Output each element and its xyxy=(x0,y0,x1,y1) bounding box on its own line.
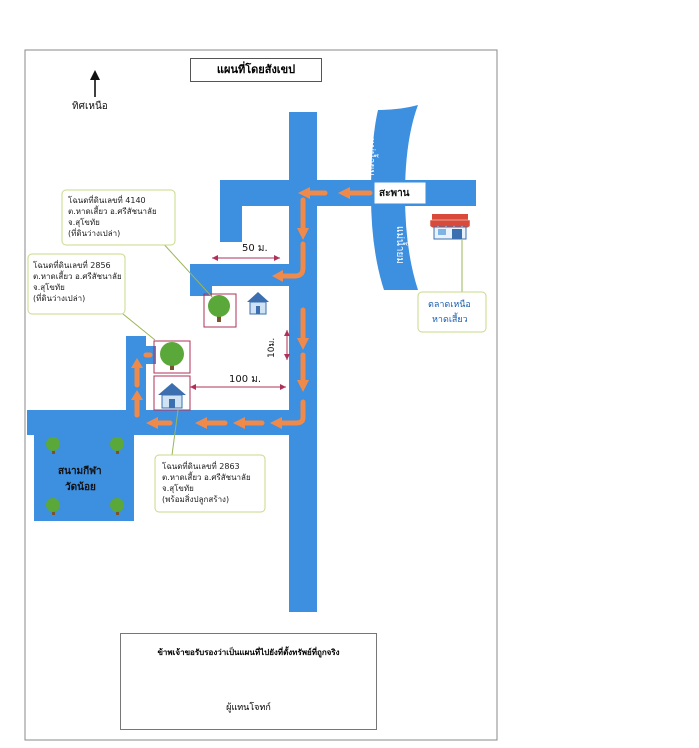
north-arrow-icon xyxy=(90,70,100,97)
callout-4140-line: (ที่ดินว่างเปล่า) xyxy=(68,229,121,238)
callout-2863-line: จ.สุโขทัย xyxy=(162,484,194,493)
tree-icon xyxy=(160,342,184,370)
callout-2856-line: โฉนดที่ดินเลขที่ 2856 xyxy=(33,261,111,270)
callout-4140-line: จ.สุโขทัย xyxy=(68,218,100,227)
callout-box-2856 xyxy=(27,253,126,315)
road-lane-2856-stub xyxy=(126,346,156,364)
market-label-line1: ตลาดเหนือ xyxy=(428,300,471,310)
market-label-line2: หาดเสี้ยว xyxy=(432,315,468,325)
stadium-label-line2: วัดน้อย xyxy=(65,482,96,493)
road-lane-4140 xyxy=(190,264,317,286)
callout-box-market xyxy=(417,291,487,333)
bridge-label: สะพาน xyxy=(379,188,410,199)
house-icon xyxy=(247,292,269,315)
tree-icon xyxy=(110,498,124,515)
callout-box-2863 xyxy=(154,454,266,513)
tree-icon xyxy=(208,295,230,322)
callout-2863-line: ต.หาดเสี้ยว อ.ศรีสัชนาลัย xyxy=(162,473,251,482)
house-icon xyxy=(158,383,186,409)
stadium-label-line1: สนามกีฬา xyxy=(58,466,102,477)
market-icon xyxy=(429,214,471,240)
tree-icon xyxy=(110,437,124,454)
callout-2863: โฉนดที่ดินเลขที่ 2863 ต.หาดเสี้ยว อ.ศรีส… xyxy=(162,461,251,505)
callout-box-4140 xyxy=(61,189,176,246)
distance-label-50: 50 ม. xyxy=(242,243,268,254)
callout-leaders xyxy=(122,239,463,456)
callout-2856-line: (ที่ดินว่างเปล่า) xyxy=(33,294,86,303)
callout-2863-line: (พร้อมสิ่งปลูกสร้าง) xyxy=(162,495,230,504)
callout-4140: โฉนดที่ดินเลขที่ 4140 ต.หาดเสี้ยว อ.ศรีส… xyxy=(68,195,157,239)
certification-text: ข้าพเจ้าขอรับรองว่าเป็นแผนที่ไปยังที่ตั้… xyxy=(157,648,340,657)
plot-2856 xyxy=(153,340,191,374)
signer-label: ผู้แทนโจทก์ xyxy=(226,703,271,713)
page-border xyxy=(24,49,498,741)
road-lane-4140-stub xyxy=(190,264,212,296)
road-left-branch-top xyxy=(220,180,242,242)
river-label-bottom: แม่น้ำยม xyxy=(394,226,405,264)
plot-2863 xyxy=(153,375,191,411)
callout-2856: โฉนดที่ดินเลขที่ 2856 ต.หาดเสี้ยว อ.ศรีส… xyxy=(33,260,122,304)
route-arrows xyxy=(131,187,373,429)
distance-label-10: 10ม. xyxy=(267,337,277,358)
callout-2856-line: ต.หาดเสี้ยว อ.ศรีสัชนาลัย xyxy=(33,272,122,281)
callout-2863-line: โฉนดที่ดินเลขที่ 2863 xyxy=(162,462,240,471)
bridge-box xyxy=(373,181,427,205)
callout-2856-line: จ.สุโขทัย xyxy=(33,283,65,292)
distance-label-100: 100 ม. xyxy=(229,374,262,385)
river-label-top: แม่น้ำยม xyxy=(365,138,376,176)
callout-4140-line: ต.หาดเสี้ยว อ.ศรีสัชนาลัย xyxy=(68,207,157,216)
plot-4140 xyxy=(203,293,237,328)
certification-box: ข้าพเจ้าขอรับรองว่าเป็นแผนที่ไปยังที่ตั้… xyxy=(120,633,377,730)
distance-markers xyxy=(190,255,290,390)
north-label: ทิศเหนือ xyxy=(72,101,108,112)
map-title: แผนที่โดยสังเขป xyxy=(190,58,322,82)
callout-4140-line: โฉนดที่ดินเลขที่ 4140 xyxy=(68,196,146,205)
tree-icon xyxy=(46,437,60,454)
tree-icon xyxy=(46,498,60,515)
